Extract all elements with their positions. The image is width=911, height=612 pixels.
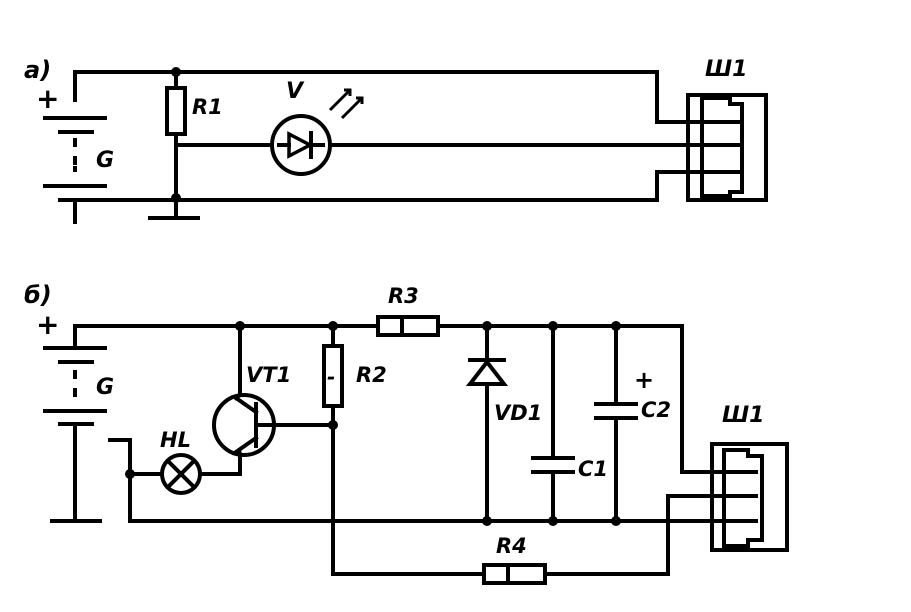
circuit-a: а) + G R1 [24,56,768,224]
battery-b-label: G [96,375,114,400]
capacitor-c1-label: C1 [578,457,608,481]
circuit-b: б) R3 + [24,281,789,585]
resistor-r2 [322,344,344,408]
wire-b-top-left [73,324,380,347]
capacitor-c2-label: C2 [641,398,671,422]
resistor-r2-label: R2 [356,363,387,387]
ground-a [148,196,200,220]
capacitor-c1 [531,324,575,523]
battery-a-plus: + [36,82,59,115]
panel-label-a: а) [24,56,51,84]
wire-a-top [73,70,690,124]
battery-a-label: G [96,148,114,173]
lamp-label: HL [160,428,191,452]
resistor-r3 [376,315,440,337]
resistor-r2-mark: - [327,365,335,389]
led-indicator [270,88,364,176]
battery-a: + G [36,82,114,224]
battery-b-plus: + [36,308,59,341]
capacitor-c2 [594,324,638,523]
diode-vd1 [465,324,509,523]
connector-a-label: Ш1 [705,57,748,82]
indicator-label: V [286,79,305,104]
panel-label-b: б) [24,281,52,309]
resistor-r4-label: R4 [496,534,527,558]
diode-label: VD1 [494,401,542,425]
junction-b10 [328,420,338,430]
resistor-r4 [482,563,547,585]
resistor-r1 [165,86,187,136]
wire-a-bottom [73,170,690,202]
lamp-hl [128,453,242,495]
battery-b: + G [36,308,114,523]
junction-a1 [171,67,181,77]
connector-a: Ш1 [686,57,768,202]
wire-b-r4-right [543,494,718,576]
transistor-label: VT1 [246,363,291,387]
connector-b-label: Ш1 [722,403,765,428]
wire-b-top-right [436,324,718,474]
resistor-r3-label: R3 [388,284,419,308]
resistor-r1-label: R1 [192,95,223,119]
wire-b-r2-down [331,406,486,576]
transistor-vt1 [212,324,276,457]
connector-b: Ш1 [710,403,789,552]
wire-b-bottom [128,438,718,523]
capacitor-c2-plus: + [634,366,654,394]
